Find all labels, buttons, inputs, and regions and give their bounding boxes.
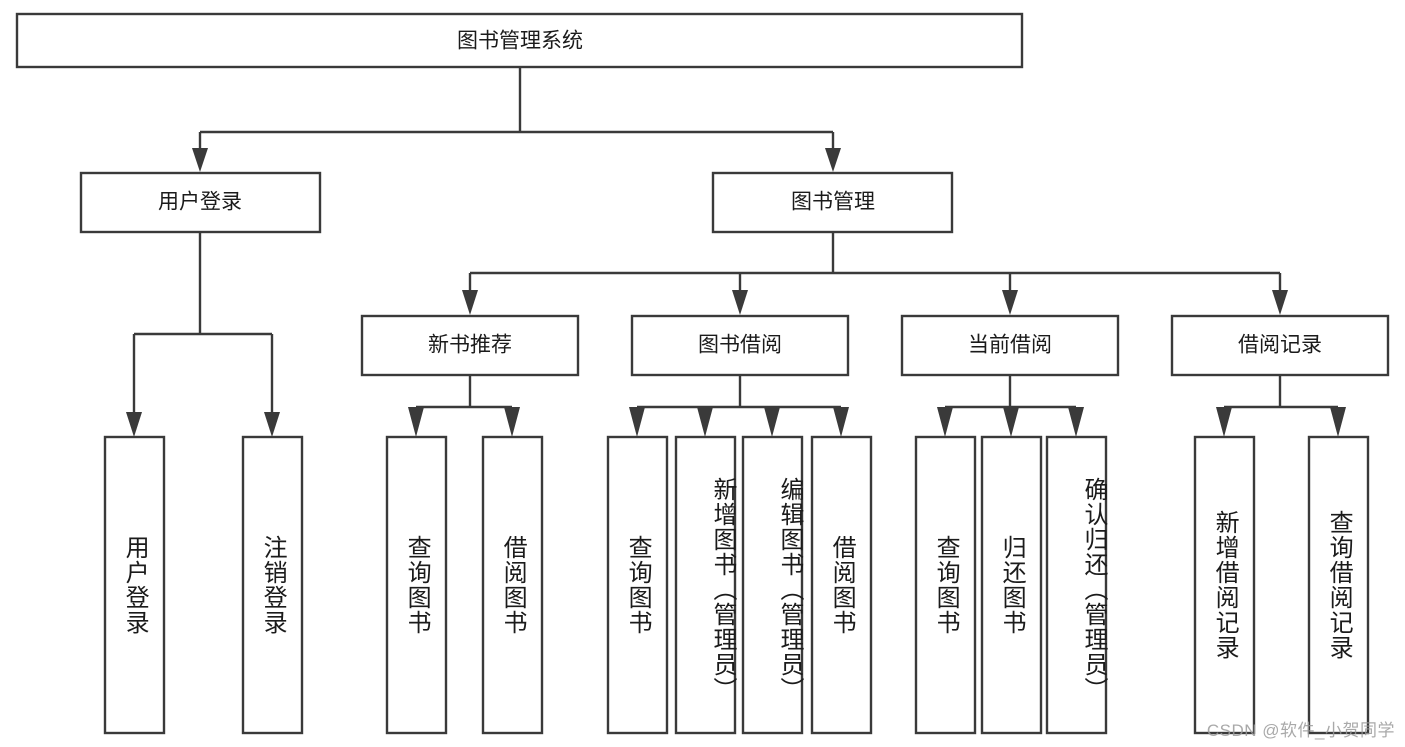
node-borrow-record[interactable]: 借阅记录 [1170, 314, 1390, 377]
connector-new-book-to-leaves [408, 375, 520, 437]
node-user-login[interactable]: 用户登录 [79, 171, 322, 234]
node-user-login-label: 用户登录 [158, 191, 242, 214]
node-current-borrow-label: 当前借阅 [968, 334, 1052, 357]
leaf-box-return-book[interactable] [980, 435, 1043, 735]
leaf-box-logout[interactable] [241, 435, 304, 735]
leaf-box-query-book-2[interactable] [606, 435, 669, 735]
arrow-head-leaf-confirm-return [1068, 407, 1084, 437]
arrow-head-new-book [462, 290, 478, 315]
node-root-system-box [15, 12, 1024, 69]
node-book-borrow-label: 图书借阅 [698, 334, 782, 357]
arrow-head-book-borrow [732, 290, 748, 315]
connector-current-borrow-to-leaves [937, 375, 1084, 437]
node-book-borrow[interactable]: 图书借阅 [630, 314, 850, 377]
connector-root-to-level2 [192, 67, 841, 172]
connector-book-borrow-to-leaves [629, 375, 849, 437]
node-new-book-recommend-box [360, 314, 580, 377]
arrow-head-leaf-logout [264, 412, 280, 437]
leaf-box-user-login[interactable] [103, 435, 166, 735]
node-current-borrow[interactable]: 当前借阅 [900, 314, 1120, 377]
node-root-system-label: 图书管理系统 [457, 30, 583, 53]
node-new-book-recommend[interactable]: 新书推荐 [360, 314, 580, 377]
arrow-head-book-mgmt [825, 148, 841, 172]
node-root-system[interactable]: 图书管理系统 [15, 12, 1024, 69]
connector-borrow-record-to-leaves [1216, 375, 1346, 437]
node-current-borrow-box [900, 314, 1120, 377]
connector-user-login-to-leaves [126, 232, 280, 437]
node-new-book-recommend-label: 新书推荐 [428, 334, 512, 357]
arrow-head-borrow-record [1272, 290, 1288, 315]
arrow-head-leaf-user-login [126, 412, 142, 437]
arrow-head-leaf-borrow-book-2 [833, 407, 849, 437]
arrow-head-current-borrow [1002, 290, 1018, 315]
arrow-head-leaf-add-book [697, 407, 713, 437]
connector-book-mgmt-to-level3 [462, 232, 1288, 315]
arrow-head-leaf-add-record [1216, 407, 1232, 437]
leaf-box-add-book[interactable] [674, 435, 737, 735]
leaf-box-edit-book[interactable] [741, 435, 804, 735]
leaf-box-query-record[interactable] [1307, 435, 1370, 735]
node-borrow-record-label: 借阅记录 [1238, 334, 1322, 357]
leaf-box-query-book-3[interactable] [914, 435, 977, 735]
leaf-box-borrow-book-2[interactable] [810, 435, 873, 735]
arrow-head-leaf-query-record [1330, 407, 1346, 437]
arrow-head-user-login [192, 148, 208, 172]
leaf-box-query-book-1[interactable] [385, 435, 448, 735]
arrow-head-leaf-return-book [1003, 407, 1019, 437]
leaf-box-confirm-return[interactable] [1045, 435, 1108, 735]
leaf-box-borrow-book-1[interactable] [481, 435, 544, 735]
arrow-head-leaf-borrow-book-1 [504, 407, 520, 437]
node-book-management-box [711, 171, 954, 234]
leaf-box-add-record[interactable] [1193, 435, 1256, 735]
arrow-head-leaf-query-book-2 [629, 407, 645, 437]
arrow-head-leaf-edit-book [764, 407, 780, 437]
node-book-borrow-box [630, 314, 850, 377]
node-book-management-label: 图书管理 [791, 191, 875, 214]
node-book-management[interactable]: 图书管理 [711, 171, 954, 234]
arrow-head-leaf-query-book-1 [408, 407, 424, 437]
csdn-watermark: CSDN @软件_小贺同学 [1206, 721, 1395, 740]
arrow-head-leaf-query-book-3 [937, 407, 953, 437]
node-borrow-record-box [1170, 314, 1390, 377]
